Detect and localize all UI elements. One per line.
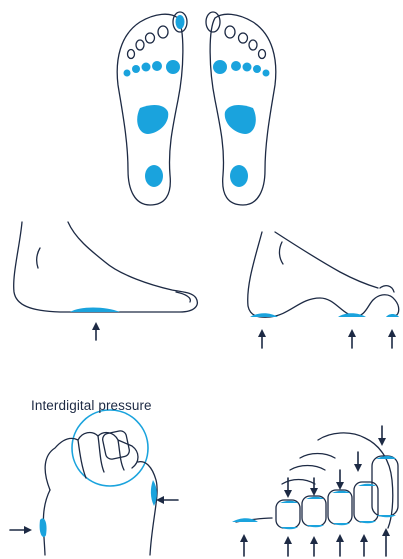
flat-foot-contact bbox=[70, 308, 120, 313]
interdigital-pressure-caption: Interdigital pressure bbox=[31, 398, 152, 413]
medial-pressure bbox=[40, 518, 47, 537]
right-foot-plantar bbox=[206, 12, 276, 205]
flat-foot-side-view bbox=[14, 222, 198, 340]
big-toe-pad bbox=[176, 15, 185, 29]
magnifier-ring bbox=[72, 410, 148, 486]
heel-contact bbox=[250, 313, 278, 317]
arch-pad-right bbox=[225, 105, 256, 134]
left-foot-plantar bbox=[117, 12, 187, 205]
arch-pad-left bbox=[137, 105, 168, 134]
heel-pad-right bbox=[230, 165, 248, 187]
heel-pad-left bbox=[145, 165, 163, 187]
interdigital-pressure-view bbox=[10, 410, 178, 555]
high-arch-side-view bbox=[248, 232, 399, 348]
toe-deformity-view bbox=[232, 426, 398, 556]
